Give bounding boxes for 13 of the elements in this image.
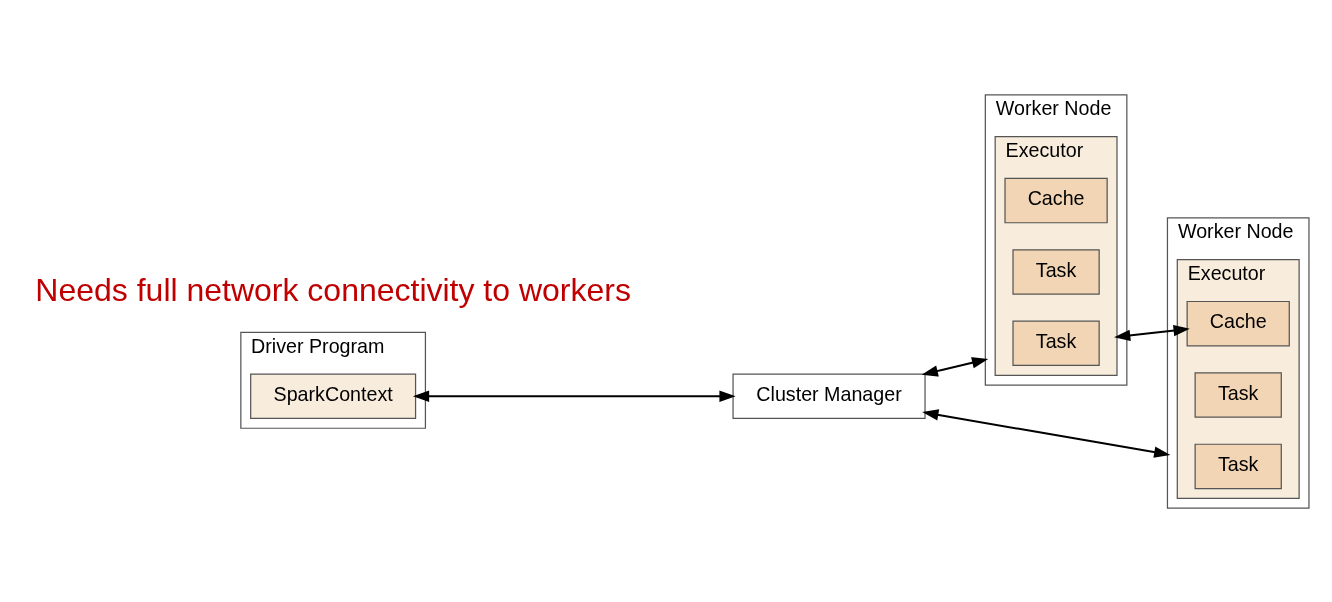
arrow bbox=[921, 356, 989, 377]
node-box: Task bbox=[1194, 443, 1282, 489]
node-box: Task bbox=[1012, 320, 1100, 366]
node-box: Cache bbox=[1186, 300, 1290, 346]
node-box: Task bbox=[1194, 371, 1282, 418]
node-box: Cluster Manager bbox=[732, 373, 926, 419]
label: Needs full network connectivity to workers bbox=[35, 271, 631, 308]
arrow bbox=[922, 408, 1171, 458]
arrow bbox=[1114, 324, 1190, 341]
node-box: Task bbox=[1012, 248, 1100, 295]
arrow bbox=[412, 390, 736, 402]
node-box: SparkContext bbox=[250, 373, 417, 419]
node-box: Cache bbox=[1004, 177, 1108, 223]
